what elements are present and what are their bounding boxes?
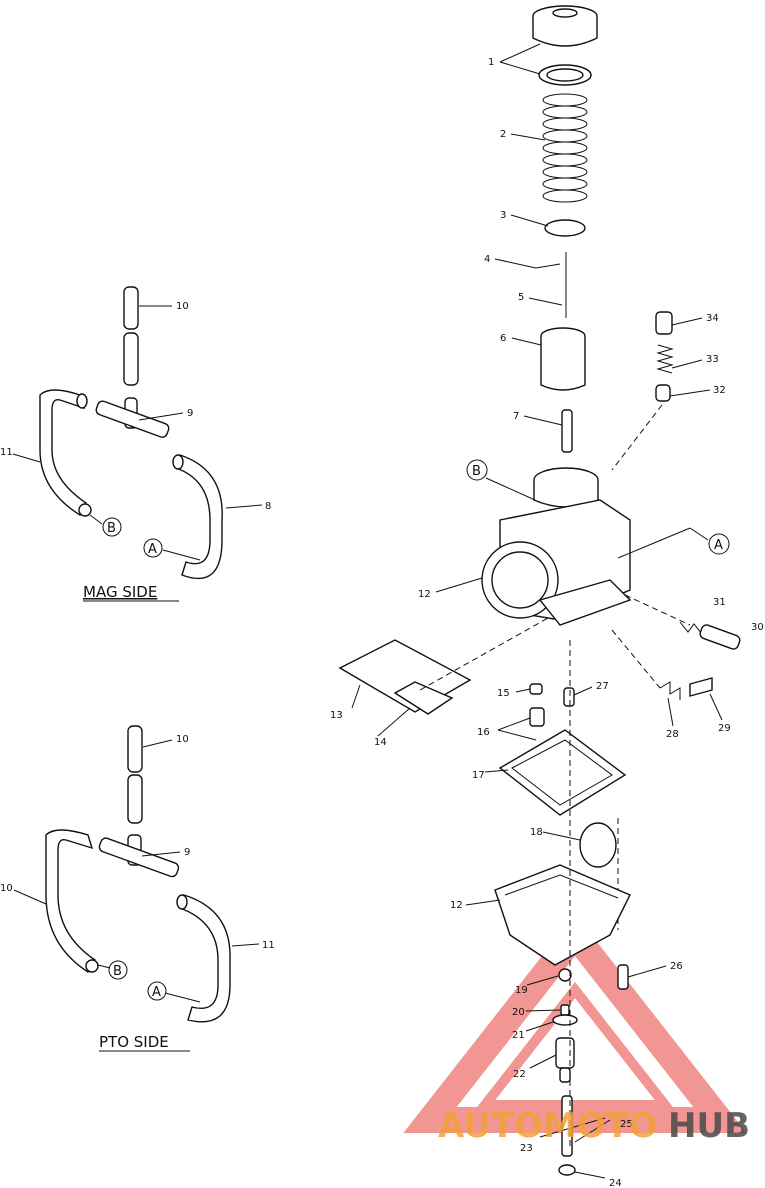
callout-12-top: 12 — [418, 589, 431, 600]
callout-15: 15 — [497, 688, 510, 699]
callout-12-bottom: 12 — [450, 900, 463, 911]
callout-29: 29 — [718, 723, 731, 734]
callout-18: 18 — [530, 827, 543, 838]
callout-1: 1 — [488, 57, 494, 68]
mag-circle-a: A — [148, 542, 157, 557]
mag-callout-10: 10 — [176, 301, 189, 312]
carb-circle-b: B — [472, 464, 481, 479]
callout-23: 23 — [520, 1143, 533, 1154]
pto-callout-9: 9 — [184, 847, 190, 858]
callout-14: 14 — [374, 737, 387, 748]
mag-circle-b: B — [107, 521, 116, 536]
pto-callout-11: 11 — [262, 940, 275, 951]
pto-callout-10-left: 10 — [0, 883, 13, 894]
callout-7: 7 — [513, 411, 519, 422]
mag-callout-9: 9 — [187, 408, 193, 419]
callout-5: 5 — [518, 292, 524, 303]
callout-27: 27 — [596, 681, 609, 692]
pto-side-group: 10 9 10 11 B A PTO SIDE — [0, 725, 275, 1052]
mag-callout-11: 11 — [0, 447, 13, 458]
callout-26: 26 — [670, 961, 683, 972]
callout-16: 16 — [477, 727, 490, 738]
svg-text:AUTOMOTO: AUTOMOTO — [438, 1106, 658, 1146]
callout-19: 19 — [515, 985, 528, 996]
pto-side-title: PTO SIDE — [99, 1033, 169, 1051]
callout-30: 30 — [751, 622, 764, 633]
spring-2 — [542, 93, 588, 203]
pto-callout-10-top: 10 — [176, 734, 189, 745]
carb-circle-a: A — [714, 538, 723, 553]
callout-4: 4 — [484, 254, 490, 265]
mag-side-group: 10 9 11 8 B A MAG SIDE — [0, 286, 271, 602]
callout-13: 13 — [330, 710, 343, 721]
callout-24: 24 — [609, 1178, 622, 1188]
mag-callout-8: 8 — [265, 501, 271, 512]
callout-21: 21 — [512, 1030, 525, 1041]
callout-25: 25 — [620, 1119, 633, 1130]
callout-22: 22 — [513, 1069, 526, 1080]
watermark-text: AUTOMOTO HUB — [438, 1106, 750, 1146]
pto-circle-b: B — [113, 964, 122, 979]
callout-32: 32 — [713, 385, 726, 396]
callout-6: 6 — [500, 333, 506, 344]
callout-3: 3 — [500, 210, 506, 221]
callout-17: 17 — [472, 770, 485, 781]
mag-side-title: MAG SIDE — [83, 583, 157, 601]
callout-33: 33 — [706, 354, 719, 365]
callout-28: 28 — [666, 729, 679, 740]
watermark-logo — [403, 913, 747, 1133]
carburetor-group: 1 2 3 4 5 6 7 34 33 32 12 31 30 13 14 15… — [330, 5, 764, 1188]
svg-text:HUB: HUB — [668, 1106, 750, 1146]
callout-31: 31 — [713, 597, 726, 608]
pto-circle-a: A — [152, 985, 161, 1000]
callout-20: 20 — [512, 1007, 525, 1018]
callout-34: 34 — [706, 313, 719, 324]
callout-2: 2 — [500, 129, 506, 140]
